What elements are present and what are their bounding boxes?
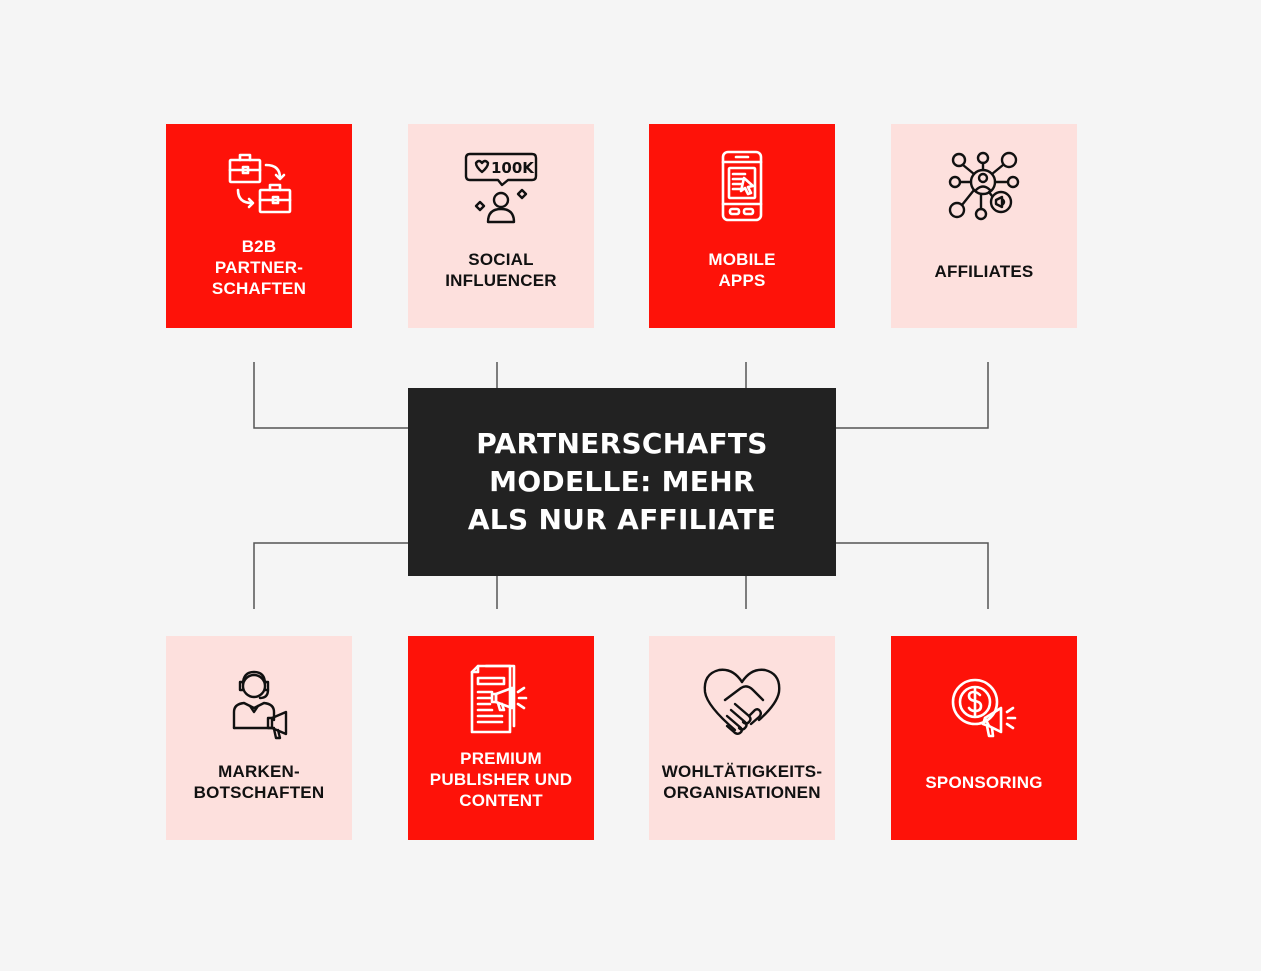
tile-marken-botschaften: MARKEN- BOTSCHAFTEN — [166, 636, 352, 840]
connector-b2b — [253, 362, 408, 429]
svg-text:100K: 100K — [491, 159, 535, 177]
center-title: PARTNERSCHAFTS MODELLE: MEHR ALS NUR AFF… — [467, 427, 777, 536]
tile-b2b-partnerschaften: B2B PARTNER- SCHAFTEN — [166, 124, 352, 328]
tile-label: WOHLTÄTIGKEITS- ORGANISATIONEN — [661, 762, 823, 802]
tile-premium-publisher: PREMIUM PUBLISHER UND CONTENT — [408, 636, 594, 840]
connector-sponsoring — [836, 542, 989, 609]
tile-wohltaetigkeits-organisationen: WOHLTÄTIGKEITS- ORGANISATIONEN — [649, 636, 835, 840]
connector-affiliates — [836, 362, 989, 429]
tile-label: AFFILIATES — [934, 262, 1034, 281]
tile-mobile-apps: MOBILE APPS — [649, 124, 835, 328]
tile-label: MOBILE APPS — [708, 250, 776, 290]
network-megaphone-icon — [948, 151, 1020, 221]
connector-marken-botschaften — [253, 542, 408, 609]
tile-label: MARKEN- BOTSCHAFTEN — [193, 762, 325, 802]
influencer-100k-icon: 100K — [464, 152, 538, 224]
tile-label: SPONSORING — [925, 773, 1043, 792]
tile-affiliates: AFFILIATES — [891, 124, 1077, 328]
tile-social-influencer: 100K SOCIAL INFLUENCER — [408, 124, 594, 328]
mobile-phone-icon — [721, 150, 763, 222]
briefcase-exchange-icon — [228, 153, 292, 214]
tile-label: PREMIUM PUBLISHER UND CONTENT — [429, 749, 573, 810]
ambassador-megaphone-icon — [232, 670, 288, 740]
heart-handshake-icon — [703, 668, 781, 735]
document-megaphone-icon — [470, 664, 528, 734]
tile-label: B2B PARTNER- SCHAFTEN — [211, 237, 307, 298]
center-box: PARTNERSCHAFTS MODELLE: MEHR ALS NUR AFF… — [408, 388, 836, 576]
dollar-megaphone-icon — [951, 678, 1017, 738]
tile-label: SOCIAL INFLUENCER — [445, 250, 557, 290]
tile-sponsoring: SPONSORING — [891, 636, 1077, 840]
